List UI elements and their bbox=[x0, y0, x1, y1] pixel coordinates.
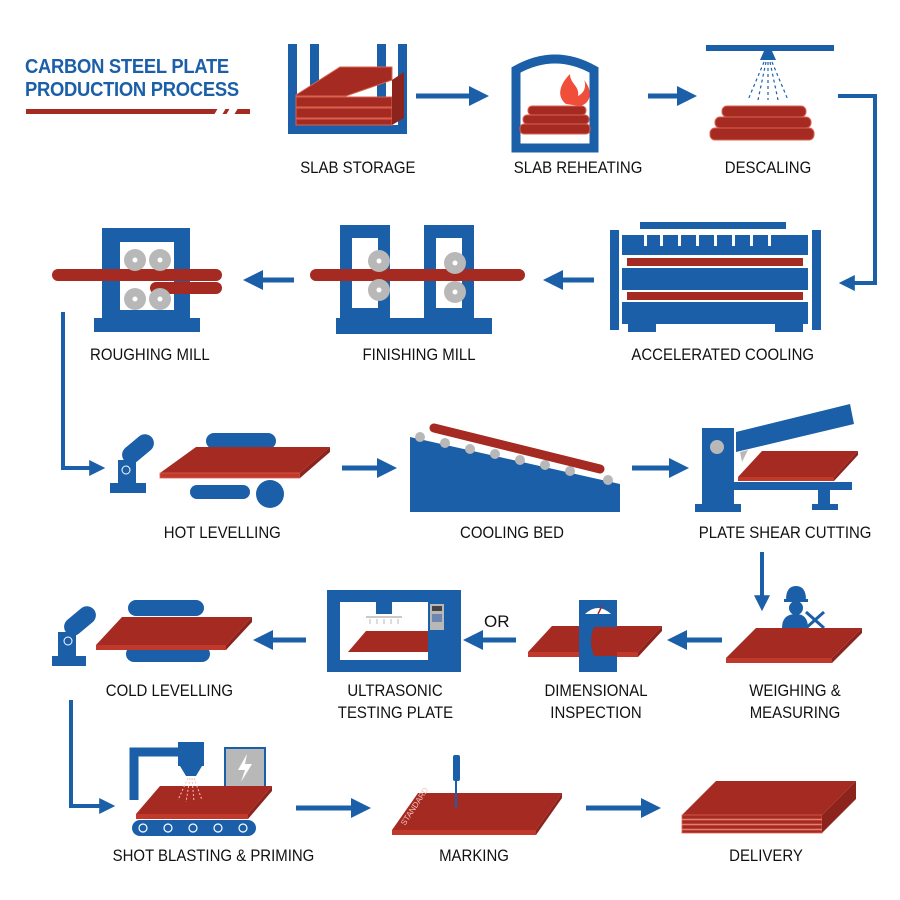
dimensional-line-1: DIMENSIONAL bbox=[544, 681, 648, 700]
title-line-1: CARBON STEEL PLATE bbox=[25, 56, 229, 78]
step-label-delivery: DELIVERY bbox=[729, 846, 803, 865]
title-line-2: PRODUCTION PROCESS bbox=[25, 79, 239, 101]
gauge-icon bbox=[528, 600, 662, 672]
slab-rack-icon bbox=[288, 44, 407, 134]
step-label-dimensional-inspection: DIMENSIONAL INSPECTION bbox=[543, 680, 649, 724]
title-underline bbox=[26, 108, 250, 115]
worker-tools-icon bbox=[782, 586, 825, 630]
weighing-line-1: WEIGHING & bbox=[749, 681, 841, 700]
plate-weighing bbox=[726, 628, 862, 663]
water-spray-icon bbox=[706, 45, 834, 141]
step-label-slab-reheating: SLAB REHEATING bbox=[513, 158, 643, 177]
step-label-descaling: DESCALING bbox=[724, 158, 812, 177]
step-label-finishing-mill: FINISHING MILL bbox=[362, 345, 476, 364]
blasting-machine-icon bbox=[129, 742, 272, 836]
step-label-marking: MARKING bbox=[439, 846, 509, 865]
step-label-slab-storage: SLAB STORAGE bbox=[300, 158, 416, 177]
inclined-bed-icon bbox=[410, 423, 620, 512]
four-roll-mill-icon bbox=[52, 228, 222, 332]
furnace-flame-icon bbox=[511, 54, 599, 153]
cooling-unit-icon bbox=[610, 222, 821, 332]
ultrasonic-line-1: ULTRASONIC bbox=[347, 681, 443, 700]
weighing-line-2: MEASURING bbox=[749, 703, 841, 722]
roller-leveller-icon bbox=[110, 433, 330, 508]
ultrasonic-machine-icon bbox=[327, 590, 461, 672]
arrow-cold-levelling-to-blasting bbox=[69, 700, 116, 814]
plate-stack-icon bbox=[681, 781, 856, 834]
step-label-shot-blasting-priming: SHOT BLASTING & PRIMING bbox=[112, 846, 315, 865]
diagram-title: CARBON STEEL PLATE PRODUCTION PROCESS bbox=[25, 56, 239, 102]
or-note: OR bbox=[484, 612, 510, 631]
step-label-roughing-mill: ROUGHING MILL bbox=[90, 345, 210, 364]
ultrasonic-line-2: TESTING PLATE bbox=[337, 703, 454, 722]
step-label-ultrasonic-testing: ULTRASONIC TESTING PLATE bbox=[337, 680, 454, 724]
arrow-descaling-to-cooling bbox=[838, 94, 877, 291]
roller-leveller-icon bbox=[52, 600, 252, 666]
marker-pen-icon: STANDARD bbox=[392, 755, 562, 835]
step-label-weighing-measuring: WEIGHING & MEASURING bbox=[747, 680, 844, 724]
step-label-hot-levelling: HOT LEVELLING bbox=[163, 523, 281, 542]
dimensional-line-2: INSPECTION bbox=[550, 703, 642, 722]
step-label-cold-levelling: COLD LEVELLING bbox=[105, 681, 234, 700]
double-stand-mill-icon bbox=[310, 225, 525, 334]
shear-icon bbox=[695, 404, 858, 512]
step-label-cooling-bed: COOLING BED bbox=[460, 523, 564, 542]
arrow-roughing-to-hot-levelling bbox=[61, 312, 106, 476]
step-label-plate-shear-cutting: PLATE SHEAR CUTTING bbox=[698, 523, 872, 542]
step-label-accelerated-cooling: ACCELERATED COOLING bbox=[631, 345, 815, 364]
